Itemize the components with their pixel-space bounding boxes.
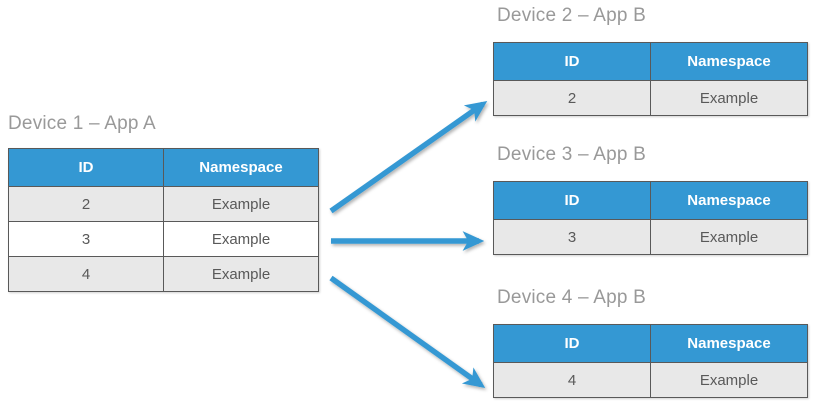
table-title-device-2: Device 2 – App B: [497, 5, 646, 26]
column-header-id: ID: [8, 148, 164, 187]
table-device-4: ID Namespace 4 Example: [493, 324, 808, 398]
column-header-namespace: Namespace: [163, 148, 319, 187]
arrow-device1-to-device4: [329, 275, 486, 389]
column-header-id: ID: [493, 42, 651, 81]
table-row: 2 Example: [8, 186, 319, 222]
table-header-row: ID Namespace: [493, 181, 808, 220]
table-header-row: ID Namespace: [493, 324, 808, 363]
cell-namespace: Example: [650, 80, 808, 116]
column-header-id: ID: [493, 181, 651, 220]
table-row: 3 Example: [8, 221, 319, 257]
table-row: 2 Example: [493, 80, 808, 116]
table-row: 4 Example: [493, 362, 808, 398]
table-title-device-3: Device 3 – App B: [497, 144, 646, 165]
cell-id: 3: [8, 221, 164, 257]
cell-id: 2: [493, 80, 651, 116]
cell-namespace: Example: [163, 221, 319, 257]
cell-id: 2: [8, 186, 164, 222]
table-device-1: ID Namespace 2 Example 3 Example 4 Examp…: [8, 148, 319, 292]
column-header-namespace: Namespace: [650, 42, 808, 81]
table-header-row: ID Namespace: [493, 42, 808, 81]
table-device-2: ID Namespace 2 Example: [493, 42, 808, 116]
table-title-device-1: Device 1 – App A: [8, 113, 156, 134]
cell-id: 3: [493, 219, 651, 255]
cell-namespace: Example: [650, 219, 808, 255]
cell-id: 4: [493, 362, 651, 398]
table-device-3: ID Namespace 3 Example: [493, 181, 808, 255]
column-header-namespace: Namespace: [650, 324, 808, 363]
cell-namespace: Example: [650, 362, 808, 398]
table-header-row: ID Namespace: [8, 148, 319, 187]
cell-namespace: Example: [163, 186, 319, 222]
table-row: 3 Example: [493, 219, 808, 255]
table-title-device-4: Device 4 – App B: [497, 287, 646, 308]
cell-namespace: Example: [163, 256, 319, 292]
arrow-device1-to-device2: [329, 101, 488, 214]
column-header-namespace: Namespace: [650, 181, 808, 220]
column-header-id: ID: [493, 324, 651, 363]
cell-id: 4: [8, 256, 164, 292]
table-row: 4 Example: [8, 256, 319, 292]
